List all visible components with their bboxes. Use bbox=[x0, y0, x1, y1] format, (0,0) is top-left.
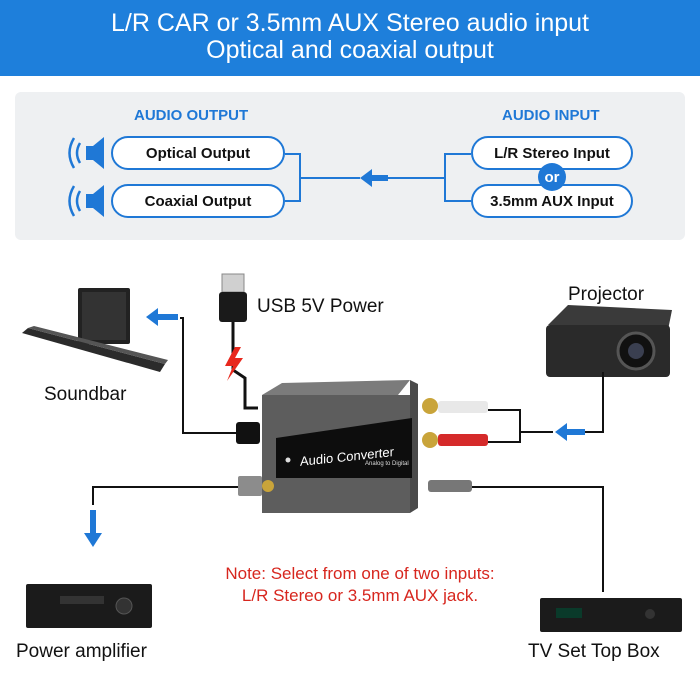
header-title-line1: L/R CAR or 3.5mm AUX Stereo audio input bbox=[110, 9, 589, 37]
soundbar-image bbox=[22, 326, 168, 372]
arrow-down-icon bbox=[84, 510, 102, 547]
tv-set-top-box-image bbox=[540, 598, 682, 632]
subwoofer-image bbox=[78, 288, 130, 344]
usb-plug-image bbox=[219, 273, 247, 345]
audio-output-title: AUDIO OUTPUT bbox=[134, 107, 249, 124]
optical-output-pill: Optical Output bbox=[111, 136, 285, 170]
or-badge: or bbox=[538, 163, 566, 191]
converter-image bbox=[236, 380, 488, 513]
flow-arrow-icon bbox=[360, 169, 388, 187]
note-line1: Note: Select from one of two inputs: bbox=[225, 564, 495, 583]
tv-set-top-box-label: TV Set Top Box bbox=[528, 641, 660, 662]
device-subtitle-label: Analog to Digital bbox=[365, 461, 409, 467]
usb-power-label: USB 5V Power bbox=[257, 296, 384, 317]
speaker-icon bbox=[68, 185, 104, 217]
projector-label: Projector bbox=[568, 284, 645, 305]
soundbar-label: Soundbar bbox=[44, 384, 127, 405]
coaxial-output-pill: Coaxial Output bbox=[111, 184, 285, 218]
aux-input-pill: 3.5mm AUX Input bbox=[471, 184, 633, 218]
power-amplifier-label: Power amplifier bbox=[16, 641, 147, 662]
flow-lines bbox=[285, 153, 471, 202]
header-banner: L/R CAR or 3.5mm AUX Stereo audio input … bbox=[0, 0, 700, 76]
speaker-icon bbox=[68, 137, 104, 169]
audio-input-title: AUDIO INPUT bbox=[502, 107, 600, 124]
projector-image bbox=[546, 305, 672, 377]
arrow-left-icon bbox=[555, 423, 585, 441]
power-amplifier-image bbox=[26, 584, 152, 628]
arrow-left-icon bbox=[146, 308, 178, 326]
cables bbox=[92, 317, 604, 592]
power-bolt-icon bbox=[225, 347, 243, 381]
note-line2: L/R Stereo or 3.5mm AUX jack. bbox=[241, 586, 479, 605]
note-text: Note: Select from one of two inputs: L/R… bbox=[190, 563, 530, 607]
header-title-line2: Optical and coaxial output bbox=[206, 36, 494, 64]
